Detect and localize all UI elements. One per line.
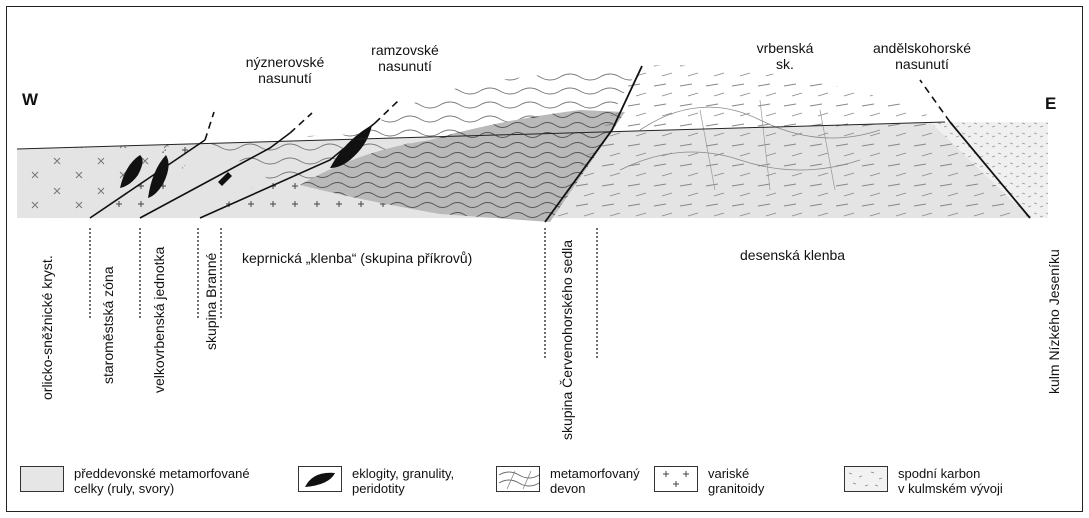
unit-label-orlicko: orlicko-sněžnické kryst. [39,255,55,400]
figure-frame [6,6,1083,512]
legend-text: v kulmském vývoji [898,481,1003,496]
thrust-label-line: sk. [776,56,794,72]
eclogite-lens-4 [330,125,372,168]
legend-swatch-crosses [654,466,698,492]
thrust-line-1 [89,139,206,219]
thrust-label-vrbenska: vrbenská sk. [750,40,820,72]
legend-item-eklogity: eklogity, granulity, peridotity [298,466,454,496]
east-label: E [1045,94,1057,113]
topographic-surface [16,121,946,150]
legend-text: granitoidy [708,481,765,496]
thrust-label-andelskohorske: andělskohorské nasunutí [862,40,982,72]
legend-text: předdevonské metamorfované [74,466,250,481]
legend-text: variské [708,466,750,481]
legend-item-granitoidy: variské granitoidy [654,466,764,496]
thrust-label-line: ramzovské [371,42,439,58]
thrust-label-line: nasunutí [378,58,432,74]
fault-cervenohorske [544,65,643,223]
legend-item-predevonske: předdevonské metamorfované celky (ruly, … [20,466,250,496]
legend-text: celky (ruly, svory) [74,481,175,496]
unit-label-keprnicka: keprnická „klenba“ (skupina příkrovů) [242,250,473,266]
legend-swatch-light-gray [20,466,64,492]
legend-text: peridotity [352,481,405,496]
west-label: W [22,90,39,109]
thrust-label-nyznerovske: nýznerovské nasunutí [240,54,330,86]
unit-label-branne: skupina Branné [203,252,219,350]
legend-text: spodní karbon [898,466,981,481]
desna-dome [550,65,1030,218]
legend-item-devon: metamorfovaný devon [496,466,640,496]
unit-label-staromestska: staroměstská zóna [100,266,116,385]
eclogite-lens-2 [148,155,169,198]
thrust-label-ramzovske: ramzovské nasunutí [360,42,450,74]
eclogite-lens-3 [218,172,232,186]
thrust-label-line: nýznerovské [245,54,325,70]
thrust-label-line: nasunutí [895,56,949,72]
legend-swatch-black [298,466,342,492]
legend-text: metamorfovaný [550,466,640,481]
unit-label-desenska: desenská klenba [740,247,846,263]
legend-text: devon [550,481,586,496]
legend-swatch-wavy-lines [496,466,540,492]
legend-item-kulm: spodní karbon v kulmském vývoji [844,466,1003,496]
unit-label-cervenohorske: skupina Červenohorského sedla [559,239,575,440]
legend-swatch-stipple [844,466,888,492]
thrust-label-line: andělskohorské [872,40,972,56]
unit-label-velkovrbenska: velkovrbenská jednotka [151,246,167,393]
thrust-andelskohorske [949,121,1031,219]
thrust-label-line: nasunutí [258,70,312,86]
thrust-label-line: vrbenská [756,40,814,56]
eclogite-lens-1 [120,155,143,188]
legend-text: eklogity, granulity, [352,466,455,481]
thrust-line-2 [139,132,291,219]
thrust-line-3 [199,122,376,219]
unit-label-kulm: kulm Nízkého Jeseníku [1046,249,1062,394]
